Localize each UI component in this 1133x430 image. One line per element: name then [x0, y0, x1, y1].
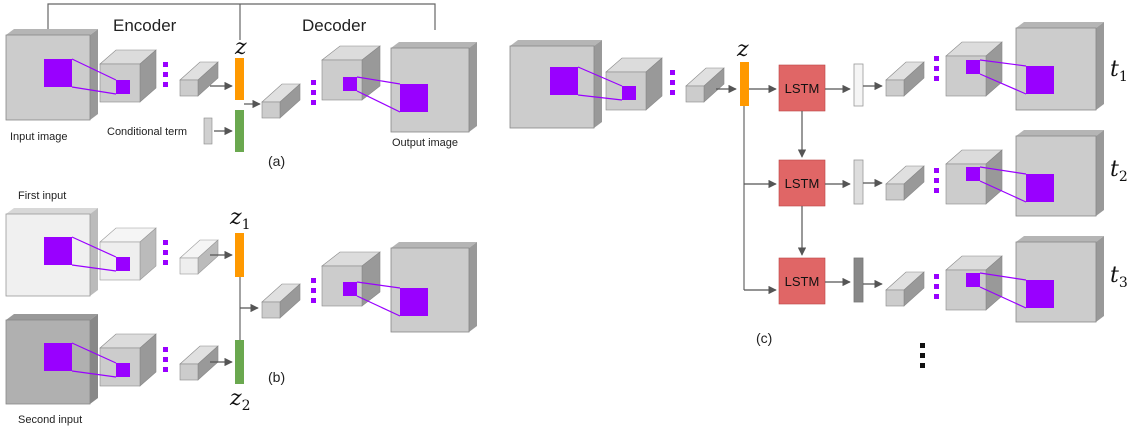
t2-label: t2 — [1110, 157, 1128, 185]
conditional-term-label: Conditional term — [107, 126, 187, 138]
lstm-box-2 — [778, 159, 826, 207]
c-row1-decoder — [885, 22, 1104, 111]
encoder-prism — [179, 61, 219, 97]
second-prism — [179, 345, 219, 381]
lstm-label-3: LSTM — [785, 274, 820, 289]
input-image-label: Input image — [10, 131, 67, 143]
conditional-bar — [235, 110, 244, 152]
ellipsis-dots — [163, 62, 168, 87]
decoder-cube-b — [321, 251, 381, 307]
t3-label: t3 — [1110, 263, 1128, 291]
second-encoder-cube — [99, 333, 157, 387]
z-label: z — [234, 35, 247, 60]
output-image-label: Output image — [392, 137, 458, 149]
encoder-decoder-bracket — [47, 3, 436, 30]
hidden-state-1 — [853, 63, 864, 107]
first-input-block — [5, 208, 98, 297]
decoder-prism-b — [261, 283, 301, 319]
conditional-term-block — [203, 117, 213, 145]
c-row3-decoder — [885, 236, 1104, 323]
decoder-prism — [261, 83, 301, 119]
panel-c: z LSTM LSTM LSTM — [509, 22, 1128, 368]
t1-label: t1 — [1110, 57, 1128, 85]
panel-a-tag: (a) — [268, 153, 285, 169]
lstm-label-2: LSTM — [785, 176, 820, 191]
encoder-cube — [99, 49, 157, 103]
output-image-block — [390, 42, 477, 133]
panel-c-tag: (c) — [756, 330, 772, 346]
first-prism — [179, 239, 219, 275]
panel-b-tag: (b) — [268, 369, 285, 385]
z1-label: z1 — [229, 205, 251, 233]
input-patch — [44, 59, 72, 87]
continuation-dots — [920, 343, 925, 368]
z2-label: z2 — [229, 386, 251, 414]
c-latent-z-bar — [740, 62, 749, 106]
ellipsis-dots — [311, 80, 316, 105]
decoder-label: Decoder — [302, 16, 367, 35]
c-row2-decoder — [885, 130, 1104, 217]
c-z-label: z — [736, 37, 749, 62]
lstm-label-1: LSTM — [785, 81, 820, 96]
first-encoder-cube — [99, 227, 157, 281]
panel-b: First input z1 z2 — [5, 190, 477, 426]
input-image-block — [5, 29, 98, 121]
hidden-state-3 — [853, 257, 864, 303]
first-input-label: First input — [18, 190, 66, 202]
c-encoder-cube — [605, 57, 663, 111]
second-input-block — [5, 314, 98, 405]
hidden-state-2 — [853, 159, 864, 205]
panel-a: Encoder Decoder z Input image — [5, 3, 477, 169]
output-image-block-b — [390, 242, 477, 333]
decoder-cube — [321, 45, 381, 101]
latent-z2-bar — [235, 340, 244, 384]
encoder-label: Encoder — [113, 16, 177, 35]
lstm-box-3 — [778, 257, 826, 305]
latent-z1-bar — [235, 233, 244, 277]
output-patch — [400, 84, 428, 112]
latent-z-bar — [235, 58, 244, 100]
c-input-block — [509, 40, 602, 129]
c-prism — [685, 67, 725, 103]
second-input-label: Second input — [18, 414, 82, 426]
